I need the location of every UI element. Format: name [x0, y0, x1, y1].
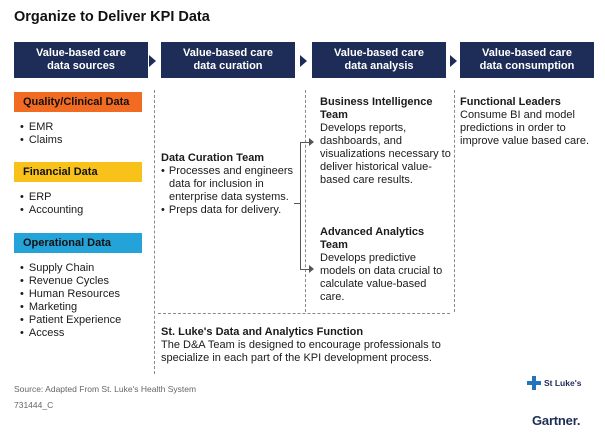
column-divider [154, 90, 155, 374]
st-lukes-logo: St Luke's [527, 376, 581, 390]
header-line: Value-based care [334, 47, 424, 59]
data-curation-team: Data Curation Team Processes and enginee… [161, 152, 301, 217]
list-item: Preps data for delivery. [161, 204, 301, 217]
block-text: The D&A Team is designed to encourage pr… [161, 339, 441, 364]
list-item: Claims [20, 134, 63, 147]
category-list-clinical: EMR Claims [20, 121, 63, 147]
list-item: Marketing [20, 301, 121, 314]
block-title: Business Intelligence Team [320, 96, 433, 121]
bracket-bottom [300, 269, 312, 270]
category-list-operational: Supply Chain Revenue Cycles Human Resour… [20, 262, 121, 340]
category-list-financial: ERP Accounting [20, 191, 83, 217]
list-item: Revenue Cycles [20, 275, 121, 288]
header-data-sources: Value-based care data sources [14, 42, 148, 78]
arrow-right-icon [300, 55, 307, 67]
list-item: Access [20, 327, 121, 340]
list-item: ERP [20, 191, 83, 204]
bracket-stem [294, 203, 301, 204]
arrow-right-icon [309, 138, 314, 146]
arrow-right-icon [309, 265, 314, 273]
list-item: Accounting [20, 204, 83, 217]
bracket-top [300, 142, 312, 143]
header-line: data sources [47, 60, 115, 72]
header-line: data analysis [344, 60, 414, 72]
cross-icon [527, 376, 541, 390]
bracket-connector [300, 142, 310, 270]
column-divider [454, 90, 455, 312]
column-divider [305, 90, 306, 312]
source-note: Source: Adapted From St. Luke's Health S… [14, 384, 197, 394]
block-text: Develops predictive models on data cruci… [320, 252, 443, 303]
block-text: Consume BI and model predictions in orde… [460, 109, 590, 147]
logo-text: St Luke's [544, 378, 582, 388]
header-data-curation: Value-based care data curation [161, 42, 295, 78]
page-title: Organize to Deliver KPI Data [14, 9, 210, 25]
advanced-analytics-team: Advanced Analytics Team Develops predict… [320, 226, 452, 304]
header-line: Value-based care [36, 47, 126, 59]
block-text: Develops reports, dashboards, and visual… [320, 122, 451, 186]
category-financial: Financial Data [14, 162, 142, 182]
section-divider [158, 313, 450, 314]
figure-code: 731444_C [14, 400, 54, 410]
header-line: Value-based care [482, 47, 572, 59]
arrow-right-icon [450, 55, 457, 67]
header-line: data curation [193, 60, 263, 72]
category-quality-clinical: Quality/Clinical Data [14, 92, 142, 112]
block-title: Functional Leaders [460, 96, 561, 108]
list-item: Patient Experience [20, 314, 121, 327]
header-line: data consumption [479, 60, 575, 72]
header-data-analysis: Value-based care data analysis [312, 42, 446, 78]
header-line: Value-based care [183, 47, 273, 59]
data-analytics-function: St. Luke's Data and Analytics Function T… [161, 326, 451, 365]
gartner-logo: Gartner. [532, 413, 581, 428]
list-item: EMR [20, 121, 62, 134]
business-intelligence-team: Business Intelligence Team Develops repo… [320, 96, 452, 187]
functional-leaders: Functional Leaders Consume BI and model … [460, 96, 596, 148]
list-item: Processes and engineers data for inclusi… [161, 165, 301, 204]
block-title: Data Curation Team [161, 152, 265, 164]
block-title: Advanced Analytics Team [320, 226, 425, 251]
block-title: St. Luke's Data and Analytics Function [161, 326, 364, 338]
list-item: Human Resources [20, 288, 121, 301]
arrow-right-icon [149, 55, 156, 67]
list-item: Supply Chain [20, 262, 121, 275]
category-operational: Operational Data [14, 233, 142, 253]
header-data-consumption: Value-based care data consumption [460, 42, 594, 78]
